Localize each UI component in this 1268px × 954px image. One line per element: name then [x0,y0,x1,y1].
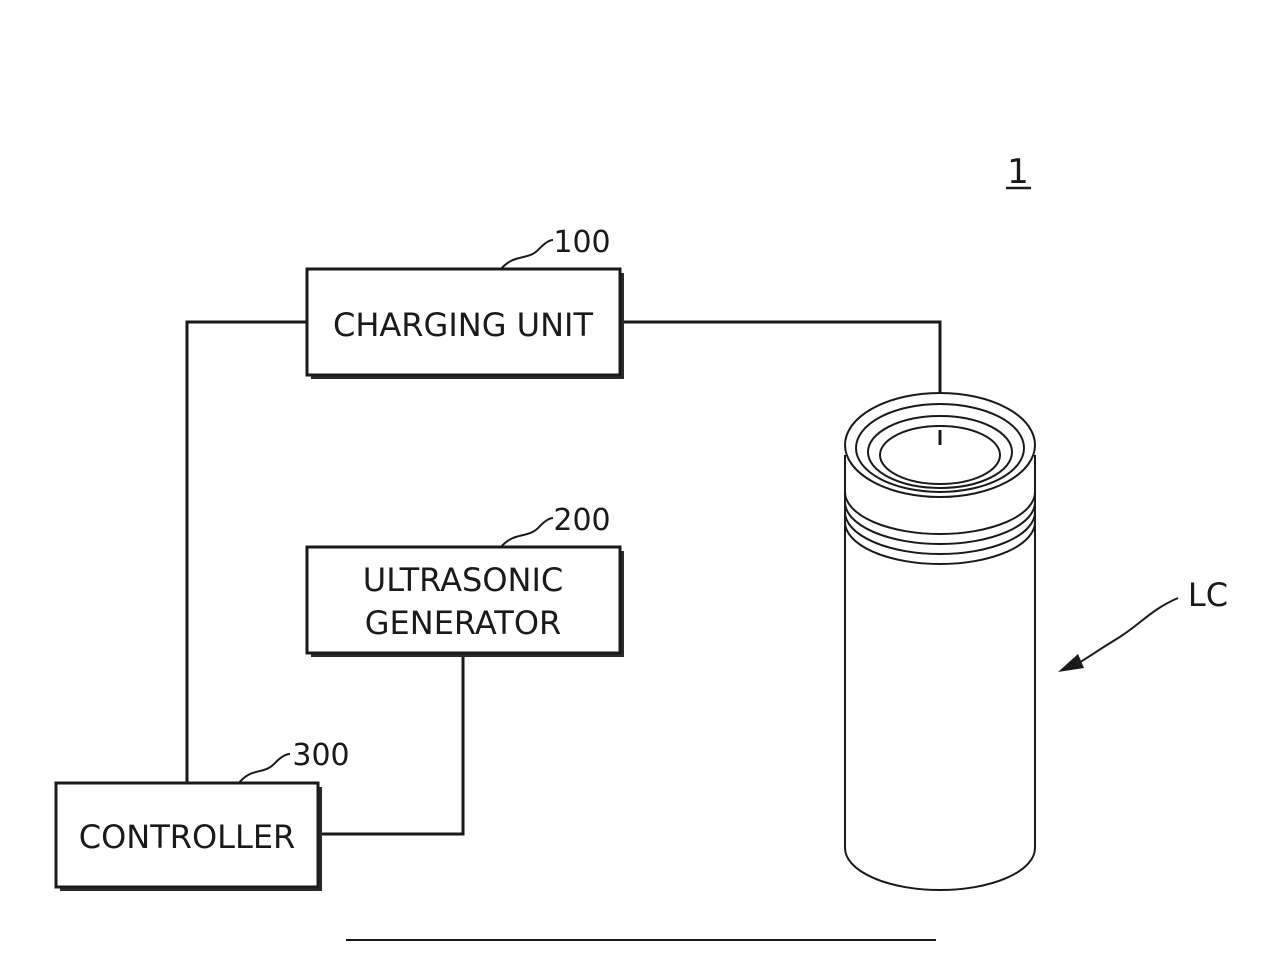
ultrasonic-generator-block: ULTRASONIC GENERATOR [307,547,624,657]
charging-unit-block: CHARGING UNIT [307,269,624,379]
charging-unit-label: CHARGING UNIT [333,306,593,344]
ultrasonic-generator-leader [500,518,553,548]
ultrasonic-generator-ref: 200 [553,503,610,538]
controller-leader [238,754,290,784]
figure-number: 1 [1007,152,1029,192]
ultrasonic-generator-label-line2: GENERATOR [365,604,561,642]
controller-label: CONTROLLER [79,818,296,856]
wire-charging-to-controller [187,322,309,784]
cell-ref: LC [1188,576,1228,614]
ultrasonic-generator-label-line1: ULTRASONIC [363,561,563,599]
cell-leader [1070,598,1178,668]
charging-unit-leader [500,240,553,270]
controller-ref: 300 [292,738,349,773]
cylindrical-cell [845,393,1035,890]
controller-block: CONTROLLER [56,783,322,891]
cell-leader-arrowhead [1058,654,1084,672]
charging-unit-ref: 100 [553,225,610,260]
